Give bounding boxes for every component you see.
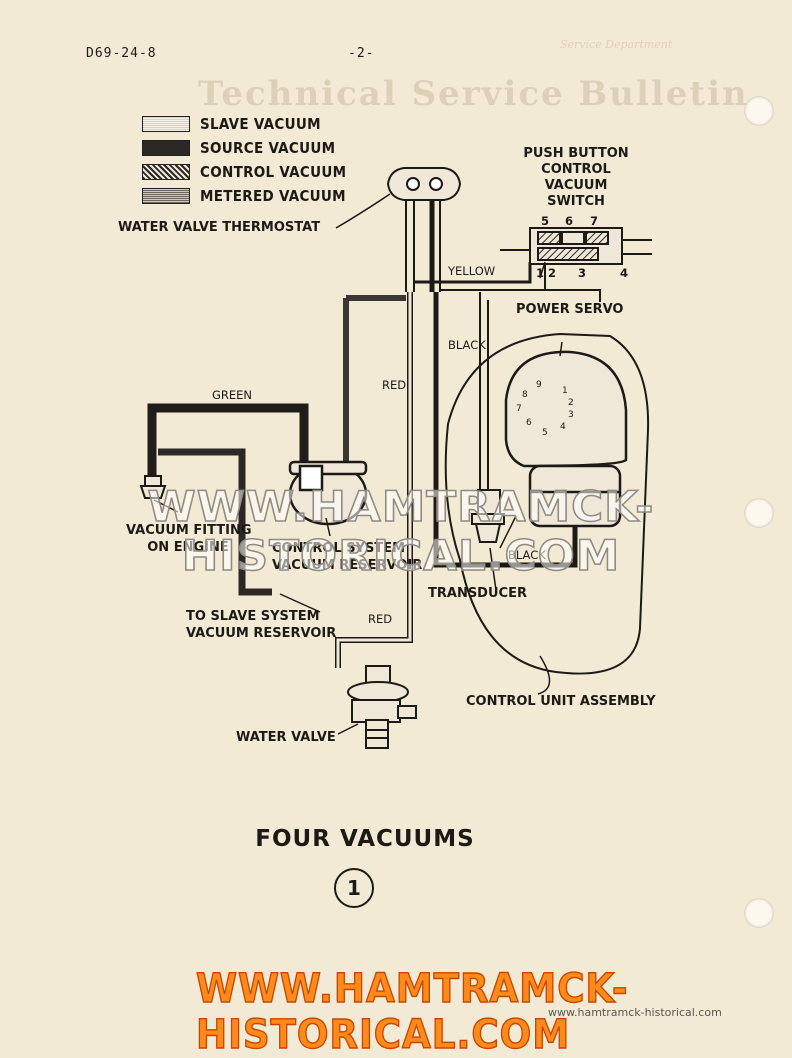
- servo-port-3: 3: [568, 410, 574, 420]
- water-valve-label: WATER VALVE: [236, 730, 336, 745]
- control-reservoir-label-line: CONTROL SYSTEM: [272, 541, 406, 556]
- source-vacuum-swatch: [142, 140, 190, 156]
- punch-hole-middle: [744, 498, 774, 528]
- vacuum-legend: SLAVE VACUUM SOURCE VACUUM CONTROL VACUU…: [142, 112, 346, 208]
- switch-port-2: 2: [548, 266, 557, 280]
- yellow-hose-label: YELLOW: [448, 264, 496, 278]
- legend-label: SLAVE VACUUM: [200, 115, 321, 133]
- watermark-small: www.hamtramck-historical.com: [548, 1006, 722, 1019]
- leader-lines: [153, 193, 563, 735]
- switch-label-line: CONTROL: [541, 162, 611, 177]
- control-reservoir-label-line: VACUUM RESERVOIR: [272, 558, 423, 573]
- bleed-through-title: Technical Service Bulletin: [198, 74, 749, 114]
- control-unit-label: CONTROL UNIT ASSEMBLY: [466, 694, 656, 709]
- servo-port-5: 5: [542, 428, 548, 438]
- legend-item-source: SOURCE VACUUM: [142, 136, 346, 160]
- push-button-switch: [500, 227, 652, 265]
- servo-port-8: 8: [522, 390, 528, 400]
- figure-title: FOUR VACUUMS: [255, 826, 475, 852]
- vacuum-fitting: [139, 475, 167, 499]
- servo-port-7: 7: [516, 404, 522, 414]
- control-vacuum-swatch: [142, 164, 190, 180]
- hose-lines: [147, 200, 601, 668]
- servo-port-6: 6: [526, 418, 532, 428]
- servo-port-9: 9: [536, 380, 542, 390]
- transducer: [471, 489, 505, 543]
- document-id: D69-24-8: [86, 46, 157, 61]
- legend-item-metered: METERED VACUUM: [142, 184, 346, 208]
- slave-reservoir-label-line: TO SLAVE SYSTEM: [186, 609, 320, 624]
- water-valve: [347, 665, 417, 749]
- slave-reservoir-label-line: VACUUM RESERVOIR: [186, 626, 337, 641]
- control-vacuum-reservoir: [288, 460, 368, 526]
- switch-port-6: 6: [565, 214, 574, 228]
- power-servo: [504, 350, 628, 528]
- legend-item-slave: SLAVE VACUUM: [142, 112, 346, 136]
- water-valve-thermostat-label: WATER VALVE THERMOSTAT: [118, 220, 321, 235]
- control-reservoir-label: CONTROL SYSTEM VACUUM RESERVOIR: [272, 540, 423, 574]
- vacuum-fitting-label-line: VACUUM FITTING: [126, 523, 252, 538]
- page-number: -2-: [348, 46, 375, 61]
- control-unit-outline: [444, 332, 650, 675]
- switch-port-1: 1: [536, 266, 545, 280]
- punch-hole-top: [744, 96, 774, 126]
- red-hose-label-lower: RED: [368, 612, 393, 626]
- legend-label: METERED VACUUM: [200, 187, 346, 205]
- black-hose-label-upper: BLACK: [448, 338, 486, 352]
- slave-reservoir-label: TO SLAVE SYSTEM VACUUM RESERVOIR: [186, 608, 337, 642]
- servo-port-4: 4: [560, 422, 566, 432]
- switch-label-line: PUSH BUTTON: [523, 146, 629, 161]
- vacuum-fitting-label-line: ON ENGINE: [147, 540, 229, 555]
- slave-vacuum-swatch: [142, 116, 190, 132]
- vacuum-fitting-label: VACUUM FITTING ON ENGINE: [126, 522, 252, 556]
- switch-port-7: 7: [590, 214, 599, 228]
- water-valve-thermostat: [386, 167, 462, 201]
- metered-vacuum-swatch: [142, 188, 190, 204]
- black-hose-label-lower: BLACK: [508, 548, 546, 562]
- servo-port-2: 2: [568, 398, 574, 408]
- red-hose-label-upper: RED: [382, 378, 407, 392]
- green-hose-label: GREEN: [212, 388, 253, 402]
- punch-hole-bottom: [744, 898, 774, 928]
- power-servo-label: POWER SERVO: [516, 302, 624, 317]
- transducer-label: TRANSDUCER: [428, 586, 527, 601]
- switch-label-line: VACUUM: [544, 178, 608, 193]
- vacuum-system-diagram: [139, 167, 652, 749]
- figure-number: 1: [334, 868, 374, 908]
- switch-label-line: SWITCH: [547, 194, 605, 209]
- servo-port-1: 1: [562, 386, 568, 396]
- bleed-through-subtitle: Service Department: [560, 38, 673, 51]
- legend-label: SOURCE VACUUM: [200, 139, 336, 157]
- switch-port-3: 3: [578, 266, 587, 280]
- switch-port-5: 5: [541, 214, 550, 228]
- watermark-middle: WWW.HAMTRAMCK-HISTORICAL.COM: [147, 481, 655, 581]
- switch-port-4: 4: [620, 266, 629, 280]
- legend-item-control: CONTROL VACUUM: [142, 160, 346, 184]
- legend-label: CONTROL VACUUM: [200, 163, 347, 181]
- push-button-switch-label: PUSH BUTTON CONTROL VACUUM SWITCH: [516, 146, 636, 210]
